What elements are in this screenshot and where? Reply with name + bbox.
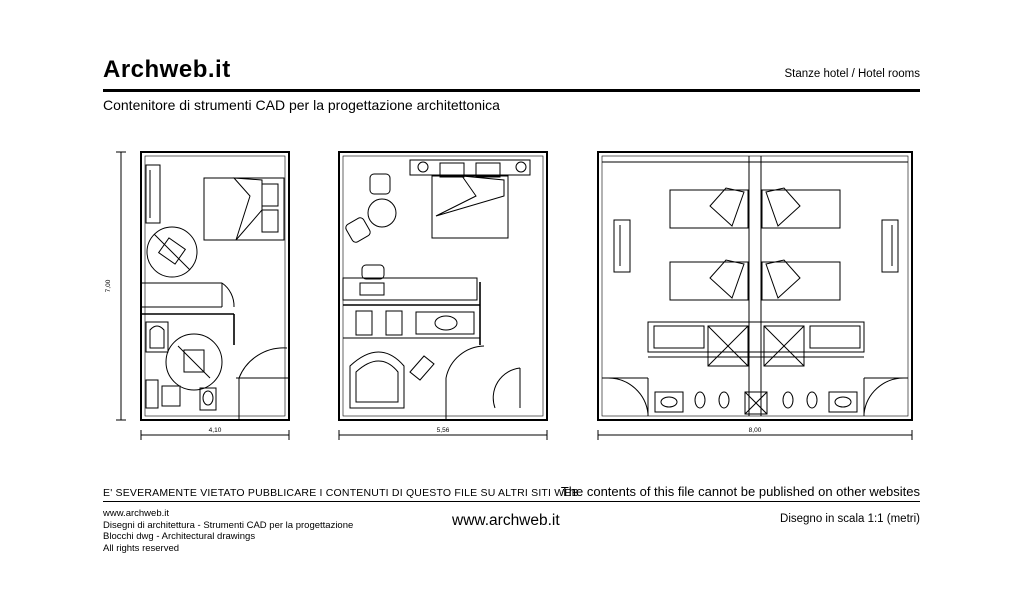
dimension-room1-width-label: 4,10 bbox=[209, 427, 222, 434]
dimension-height-label: 7,00 bbox=[105, 279, 112, 292]
room-3-twin-plan bbox=[597, 151, 913, 440]
credit-line: Disegni di architettura - Strumenti CAD … bbox=[103, 519, 354, 531]
footer-website: www.archweb.it bbox=[452, 512, 560, 529]
room-1-accessible-plan bbox=[116, 151, 290, 440]
copyright-notice-italian: E' SEVERAMENTE VIETATO PUBBLICARE I CONT… bbox=[103, 487, 579, 499]
brand-logo-text: Archweb.it bbox=[103, 56, 231, 83]
footer-rule bbox=[103, 501, 920, 502]
header-subtitle: Contenitore di strumenti CAD per la prog… bbox=[103, 97, 500, 113]
copyright-notice-english: The contents of this file cannot be publ… bbox=[560, 484, 920, 499]
header-rule bbox=[103, 89, 920, 92]
room-2-double-plan bbox=[338, 151, 548, 440]
drawing-category: Stanze hotel / Hotel rooms bbox=[784, 68, 920, 80]
dimension-room3-width-label: 8,00 bbox=[749, 427, 762, 434]
drawing-scale: Disegno in scala 1:1 (metri) bbox=[780, 513, 920, 525]
credit-line: All rights reserved bbox=[103, 542, 180, 554]
credit-line: Blocchi dwg - Architectural drawings bbox=[103, 531, 256, 542]
dimension-room2-width-label: 5,56 bbox=[437, 427, 450, 434]
credit-line: www.archweb.it bbox=[103, 508, 169, 519]
